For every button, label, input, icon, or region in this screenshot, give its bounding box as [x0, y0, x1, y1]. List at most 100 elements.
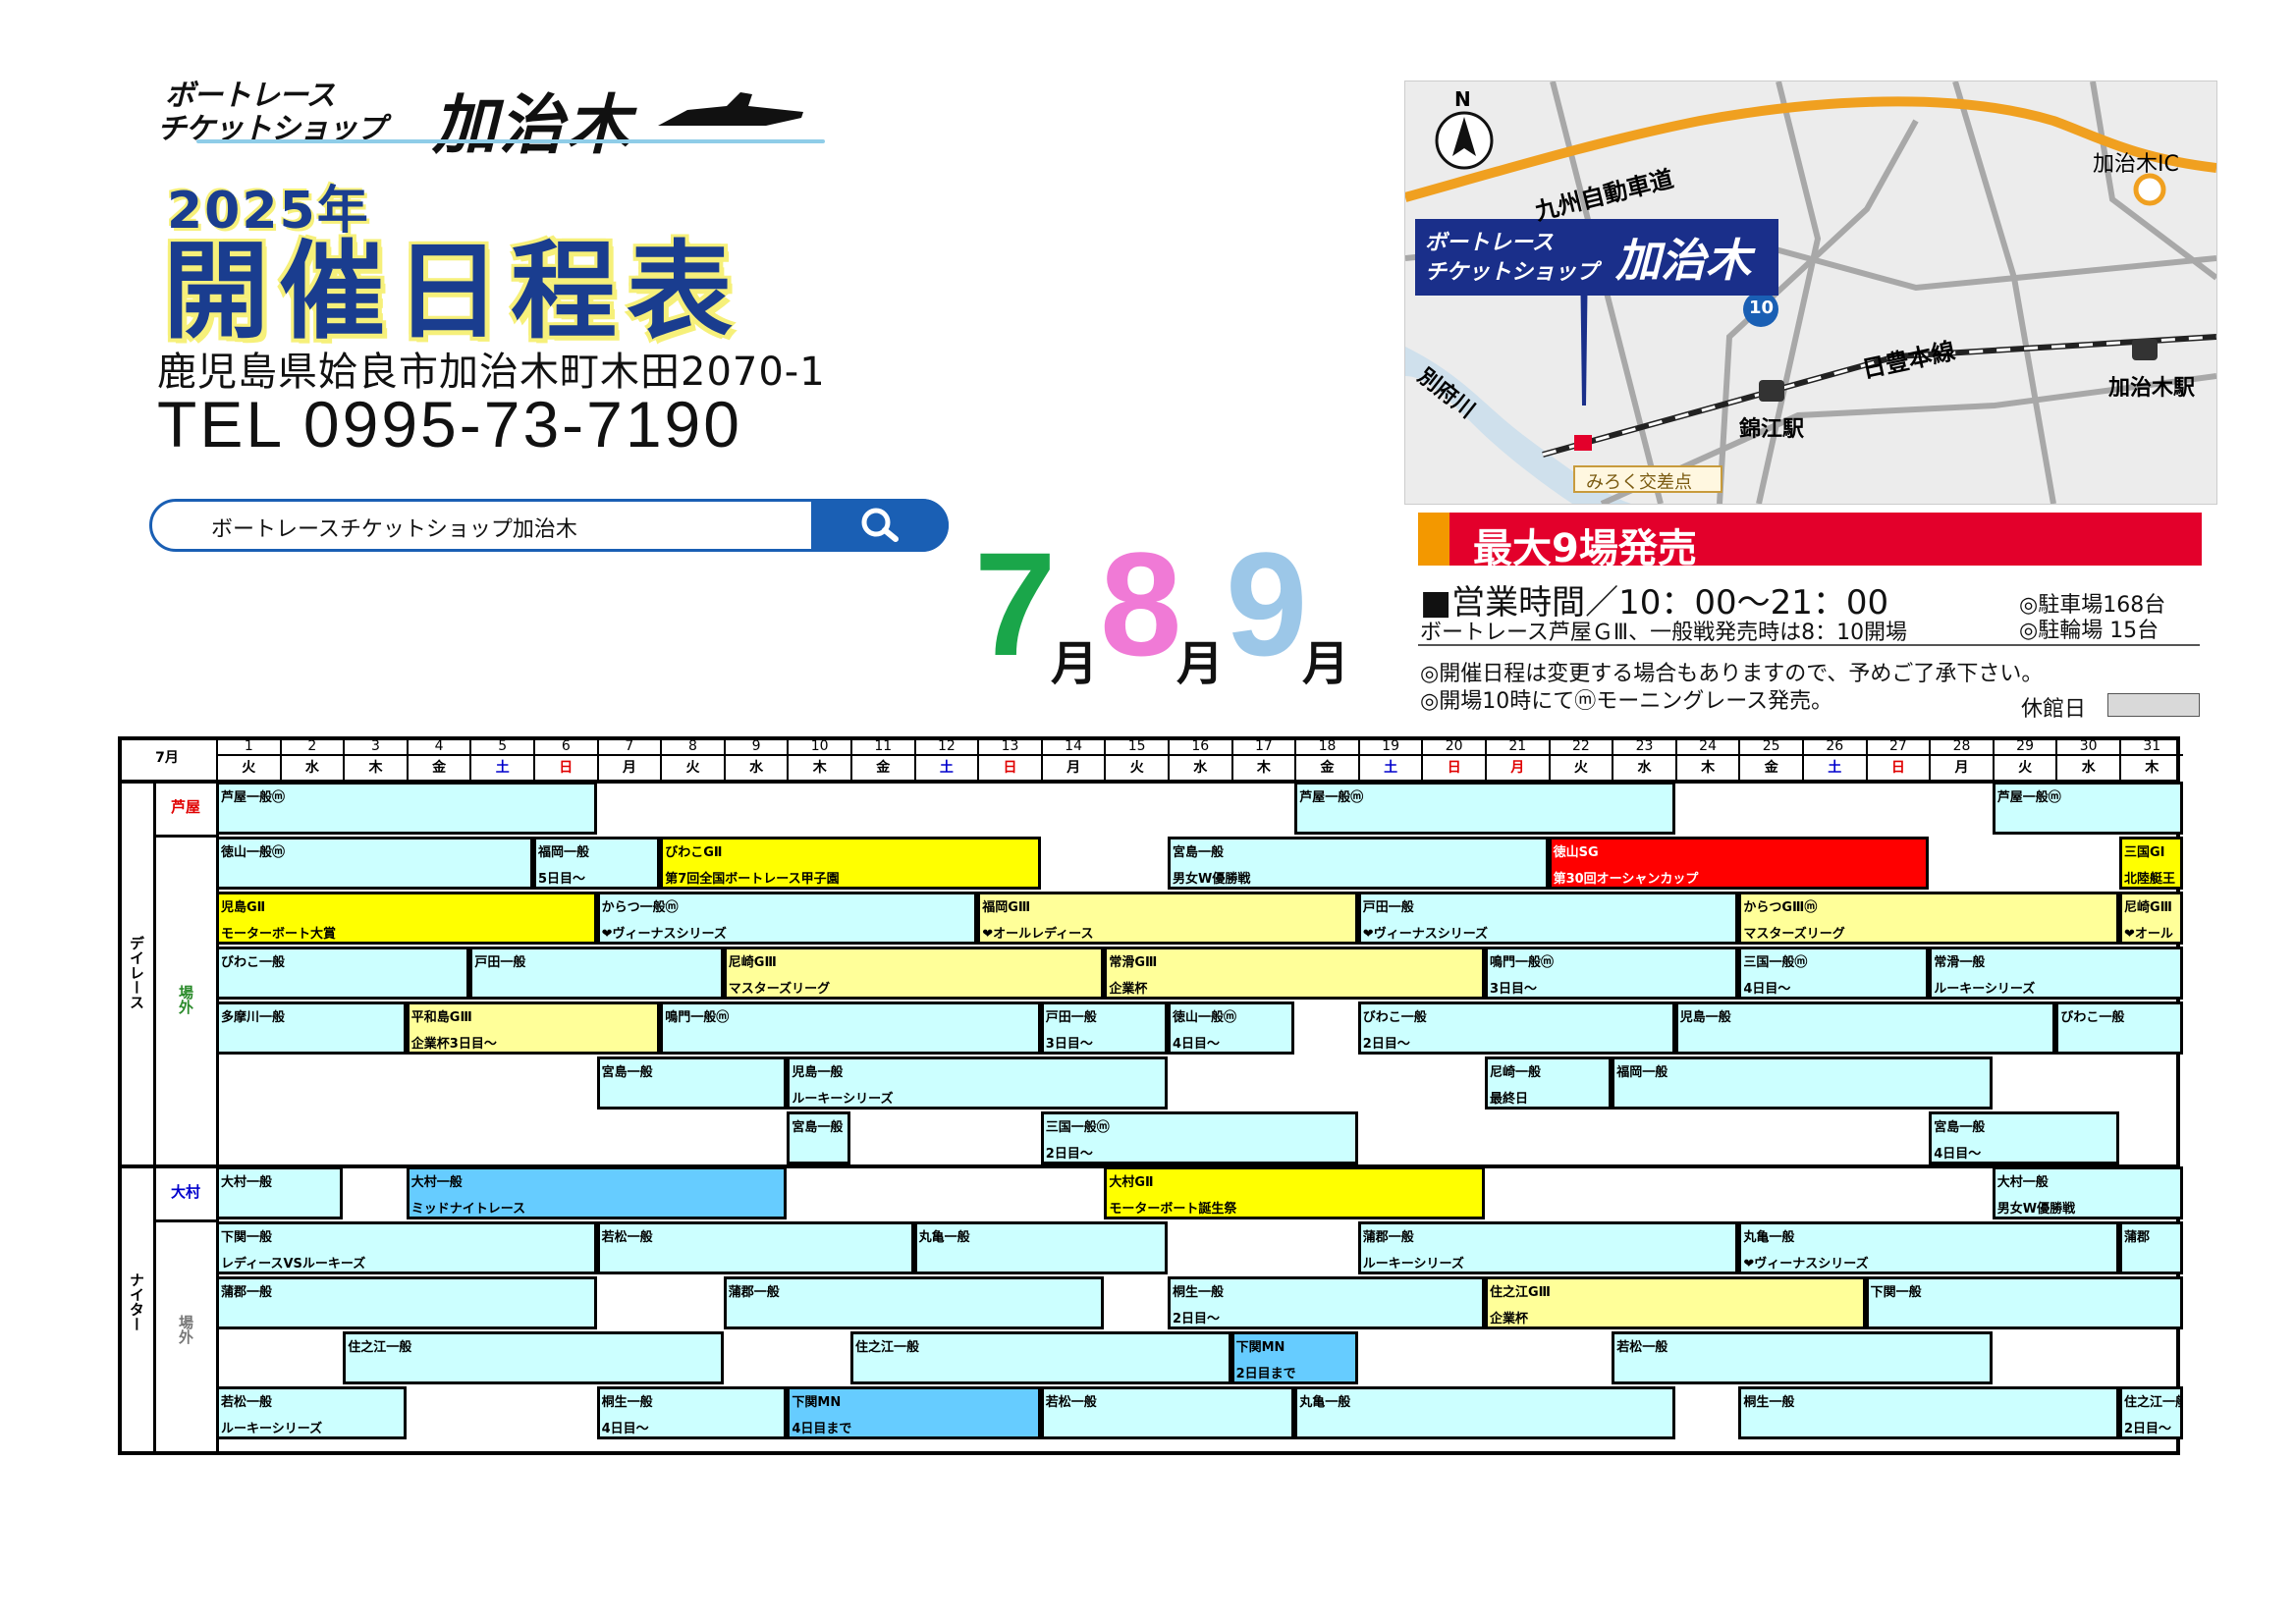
race-name: 徳山一般ⓜ — [221, 845, 286, 860]
race-event: 蒲郡一般 — [723, 1276, 1105, 1329]
day-number: 25 — [1738, 736, 1802, 756]
day-number: 26 — [1802, 736, 1866, 756]
race-detail: マスターズリーグ — [1743, 927, 1845, 942]
race-name: 戸田一般 — [474, 955, 526, 970]
race-name: 宮島一般 — [792, 1120, 844, 1135]
race-name: 下関一般 — [1870, 1285, 1922, 1300]
race-name: 三国一般ⓜ — [1045, 1120, 1110, 1135]
day-number: 30 — [2055, 736, 2119, 756]
weekday: 火 — [216, 756, 280, 780]
race-name: 蒲郡一般 — [728, 1285, 780, 1300]
race-name: 常滑一般 — [1934, 955, 1986, 970]
day-number: 1 — [216, 736, 280, 756]
race-name: 戸田一般 — [1362, 900, 1414, 915]
race-event: 大村一般 — [216, 1166, 344, 1219]
map-shop-main: 加治木 — [1615, 234, 1751, 287]
race-detail: レディースVSルーキーズ — [221, 1257, 366, 1272]
parking-car: ◎駐車場168台 — [2019, 593, 2166, 618]
shop-logo: ボートレース チケットショップ 加治木 — [157, 69, 845, 163]
race-detail: 第7回全国ボートレース甲子園 — [665, 872, 840, 887]
day-number: 28 — [1929, 736, 1993, 756]
race-event: 福岡GⅢ❤オールレディース — [977, 892, 1358, 945]
race-event: びわこ一般 — [216, 947, 470, 1000]
race-name: びわこ一般 — [221, 955, 286, 970]
race-event: びわこ一般 — [2055, 1001, 2183, 1055]
race-name: 戸田一般 — [1045, 1010, 1097, 1025]
race-event: 多摩川一般 — [216, 1001, 407, 1055]
venue-label: 大村 — [170, 1183, 200, 1201]
race-event: 大村一般ミッドナイトレース — [406, 1166, 788, 1219]
venue-label: 芦屋 — [170, 798, 200, 816]
weekday: 土 — [1357, 756, 1422, 780]
day-number: 3 — [343, 736, 407, 756]
weekday: 木 — [1230, 756, 1295, 780]
divider — [1418, 644, 2200, 646]
race-event: 若松一般 — [1612, 1331, 1993, 1384]
weekday: 月 — [596, 756, 661, 780]
day-number: 16 — [1168, 736, 1231, 756]
group-label-night: ナイター — [128, 1272, 145, 1331]
race-name: 住之江GⅢ — [1490, 1285, 1551, 1300]
race-name: 蒲郡 — [2124, 1230, 2151, 1245]
month-7: 7 — [974, 521, 1057, 686]
race-detail: 企業杯 — [1109, 982, 1148, 997]
weekday: 木 — [1674, 756, 1739, 780]
race-name: 大村GⅡ — [1109, 1175, 1154, 1190]
race-name: 住之江一般 — [2124, 1395, 2183, 1410]
day-number: 15 — [1104, 736, 1168, 756]
race-name: 大村一般 — [1996, 1175, 2049, 1190]
race-event: 若松一般ルーキーシリーズ — [216, 1386, 407, 1439]
race-name: 若松一般 — [1045, 1395, 1097, 1410]
year-label: 2025年 — [167, 182, 370, 241]
label-column-line — [216, 780, 219, 1455]
weekday: 土 — [469, 756, 533, 780]
race-name: 鳴門一般ⓜ — [1490, 955, 1555, 970]
search-bar[interactable]: ボートレースチケットショップ加治木 — [149, 499, 949, 552]
day-number: 20 — [1421, 736, 1485, 756]
weekday: 月 — [1040, 756, 1105, 780]
race-name: 下関一般 — [221, 1230, 273, 1245]
search-icon — [861, 508, 899, 542]
race-detail: ❤ヴィーナスシリーズ — [1362, 927, 1489, 942]
month-label: 7月 — [155, 750, 179, 766]
parking-bike: ◎駐輪場 15台 — [2019, 619, 2159, 643]
race-name: 桐生一般 — [601, 1395, 653, 1410]
race-name: 福岡一般 — [538, 845, 590, 860]
month-unit: 月 — [1176, 636, 1225, 691]
race-detail: 4日目〜 — [1934, 1147, 1982, 1162]
race-name: 児島一般 — [1679, 1010, 1731, 1025]
race-event: 住之江一般 — [850, 1331, 1231, 1384]
race-detail: 4日目〜 — [601, 1422, 649, 1436]
day-number: 6 — [533, 736, 597, 756]
race-event: 桐生一般 4日目〜 — [596, 1386, 788, 1439]
weekday: 日 — [977, 756, 1041, 780]
race-detail: 男女W優勝戦 — [1173, 872, 1251, 887]
search-button[interactable] — [811, 499, 949, 552]
race-event: 住之江一般 — [343, 1331, 724, 1384]
race-detail: ルーキーシリーズ — [1934, 982, 2036, 997]
race-detail: モーターボート大賞 — [221, 927, 337, 942]
race-name: 宮島一般 — [1173, 845, 1225, 860]
race-event: 若松一般 — [1040, 1386, 1295, 1439]
day-number: 31 — [2119, 736, 2183, 756]
race-event: 戸田一般 — [469, 947, 724, 1000]
race-detail: 4日目〜 — [1743, 982, 1791, 997]
map-ic-label: 加治木IC — [2093, 152, 2179, 177]
race-name: 芦屋一般ⓜ — [221, 790, 286, 805]
day-number: 7 — [596, 736, 661, 756]
race-event: 芦屋一般ⓜ — [1294, 782, 1675, 835]
weekday: 水 — [2055, 756, 2119, 780]
race-detail: 2日目〜 — [1362, 1037, 1410, 1052]
race-detail: 2日目〜 — [2124, 1422, 2172, 1436]
race-name: 徳山SG — [1553, 845, 1599, 860]
weekday: 火 — [660, 756, 724, 780]
